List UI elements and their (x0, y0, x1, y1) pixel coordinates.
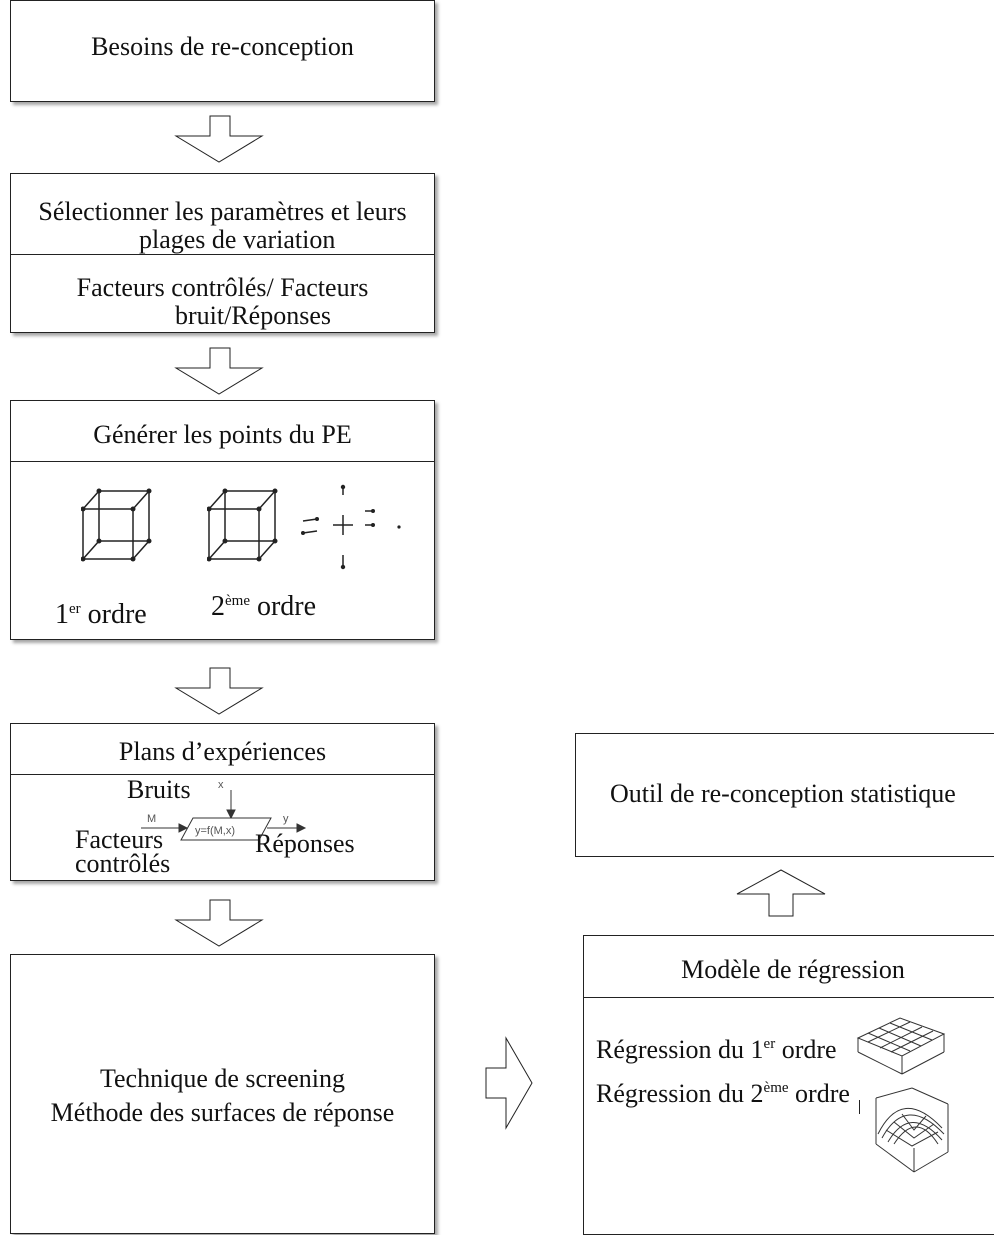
arrow-up-icon (736, 869, 826, 917)
planar-surface-icon (856, 1017, 946, 1075)
process-diagram-icon (141, 790, 307, 841)
arrow-right-icon (485, 1036, 533, 1130)
selection-body-line2: bruit/Réponses (175, 301, 331, 330)
box-selection: Sélectionner les paramètres et leurs pla… (10, 173, 435, 333)
divider (11, 461, 434, 462)
diagram-x-label: x (218, 779, 224, 791)
divider (584, 997, 994, 998)
selection-title-line2: plages de variation (139, 225, 336, 254)
box-generer: Générer les points du PE (10, 400, 435, 640)
regression-first: Régression du 1er ordre (596, 1035, 837, 1064)
plans-bruits: Bruits (127, 775, 191, 804)
divider (11, 254, 434, 255)
cube-second-order-icon (207, 484, 401, 570)
screening-line1: Technique de screening (99, 1064, 346, 1093)
plans-title: Plans d’expériences (118, 737, 327, 766)
arrow-down-icon (174, 347, 264, 395)
regression-title: Modèle de régression (681, 955, 905, 984)
cube-first-order-icon (81, 488, 152, 562)
divider (11, 774, 434, 775)
first-order-label: 1er ordre (55, 599, 147, 630)
arrow-down-icon (174, 115, 264, 163)
plans-reponses: Réponses (255, 829, 355, 858)
screening-line2: Méthode des surfaces de réponse (50, 1098, 395, 1127)
diagram-m-label: M (147, 813, 157, 825)
diagram-y-label: y (283, 813, 289, 825)
box-regression: Modèle de régression Régression du 1er o… (583, 935, 994, 1235)
plans-facteurs-line1: Facteurs (75, 825, 164, 854)
curved-surface-icon (875, 1087, 949, 1173)
outil-title: Outil de re-conception statistique (610, 779, 956, 808)
selection-body-line1: Facteurs contrôlés/ Facteurs (76, 273, 369, 302)
tick-mark (859, 1100, 860, 1114)
box-outil: Outil de re-conception statistique (575, 733, 994, 857)
diagram-formula: y=f(M,x) (195, 825, 236, 837)
box-besoins: Besoins de re-conception (10, 0, 435, 102)
arrow-down-icon (174, 899, 264, 947)
generer-title: Générer les points du PE (93, 420, 352, 449)
selection-title-line1: Sélectionner les paramètres et leurs (38, 197, 407, 226)
regression-second: Régression du 2ème ordre (596, 1079, 850, 1108)
second-order-label: 2ème ordre (211, 591, 317, 622)
plans-facteurs-line2: contrôlés (75, 849, 171, 878)
arrow-down-icon (174, 667, 264, 715)
box-screening: Technique de screening Méthode des surfa… (10, 954, 435, 1234)
box-plans: Plans d’expériences Bruits x M y y=f(M,x… (10, 723, 435, 881)
box-besoins-title: Besoins de re-conception (91, 32, 354, 61)
